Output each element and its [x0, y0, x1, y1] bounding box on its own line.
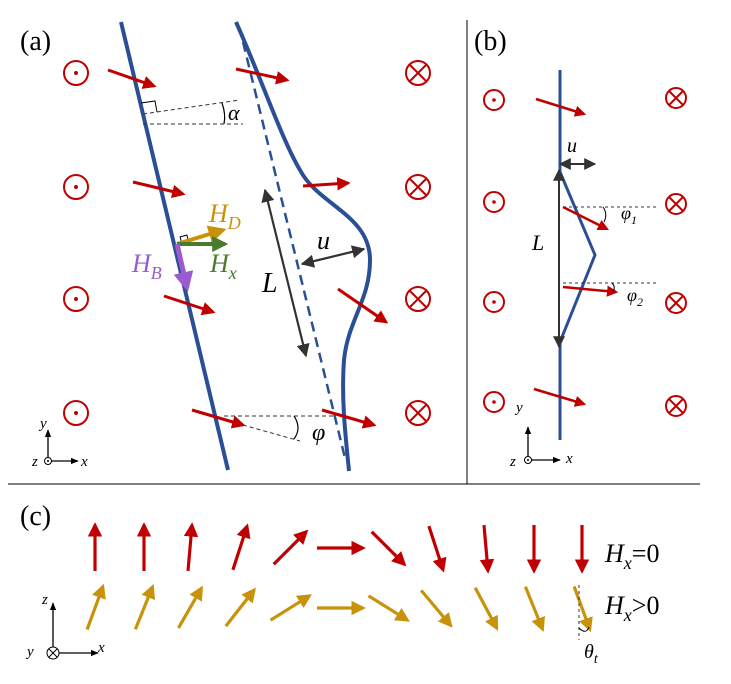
moment-arrow	[302, 176, 351, 191]
out-of-plane-symbol	[483, 291, 505, 313]
axis-x-label: x	[565, 451, 573, 467]
axis-y-label: y	[25, 644, 34, 660]
alpha-label: α	[228, 100, 240, 125]
moment-arrow	[473, 586, 499, 631]
into-plane-symbol	[405, 174, 431, 200]
moment-arrow	[269, 594, 312, 622]
moment-arrow	[132, 180, 186, 199]
moment-arrow	[177, 585, 203, 629]
panel-a: α φ L u HD Hx HB y x z	[31, 21, 431, 472]
moment-arrow	[535, 97, 587, 117]
moment-arrow	[337, 287, 389, 324]
moment-arrow	[562, 205, 610, 231]
HB-arrow	[173, 243, 194, 292]
panel-b-label: (b)	[474, 26, 507, 57]
out-of-plane-symbol	[483, 89, 505, 111]
coordinate-axes-b: y x z	[509, 400, 573, 470]
moment-arrow	[231, 523, 251, 571]
u-label: u	[567, 135, 577, 157]
alpha-arc	[221, 102, 226, 125]
moment-arrow	[419, 589, 453, 628]
into-plane-symbol	[405, 60, 431, 86]
axis-y-label: y	[38, 416, 47, 432]
into-plane-symbol	[665, 193, 687, 215]
out-of-plane-symbol	[483, 191, 505, 213]
moment-arrow	[235, 67, 290, 85]
coordinate-axes-a: y x z	[31, 416, 88, 470]
Hx-label: Hx	[209, 249, 237, 283]
moment-arrow	[572, 585, 593, 633]
phi2-arc	[611, 282, 615, 293]
moment-arrow	[133, 584, 155, 630]
HD-arrow	[176, 225, 227, 246]
hx-positive-label: Hx>0	[604, 591, 659, 625]
axis-z-label: z	[509, 454, 516, 470]
theta-arc	[578, 626, 590, 632]
out-of-plane-symbol	[63, 174, 89, 200]
HD-label: HD	[208, 199, 241, 233]
phi-label: φ	[312, 420, 325, 446]
panel-b: L u φ1 φ2 y x z	[483, 70, 687, 470]
moment-arrow	[427, 525, 447, 573]
moment-arrow	[479, 524, 495, 574]
u-label: u	[317, 226, 330, 255]
bulged-domain-wall	[558, 70, 597, 440]
into-plane-symbol	[665, 395, 687, 417]
moment-arrow	[224, 587, 256, 628]
moment-row-hx-positive	[85, 583, 593, 633]
out-of-plane-symbol	[63, 400, 89, 426]
out-of-plane-symbol	[63, 60, 89, 86]
moment-arrow	[183, 522, 199, 572]
displacement-arrow-u	[300, 245, 366, 268]
out-of-plane-symbol	[483, 391, 505, 413]
moment-arrow	[321, 408, 377, 429]
into-plane-symbol	[405, 400, 431, 426]
right-angle-mark	[140, 100, 158, 113]
curved-domain-wall	[234, 21, 373, 472]
phi-arc	[293, 415, 299, 440]
moment-arrow	[370, 530, 407, 567]
axis-x-label: x	[97, 640, 105, 656]
L-label: L	[261, 268, 278, 299]
moment-arrow	[533, 387, 587, 407]
moment-arrow	[562, 285, 619, 297]
moment-arrow	[163, 294, 216, 316]
axis-z-label: z	[31, 454, 38, 470]
phi1-label: φ1	[621, 203, 637, 227]
straight-domain-wall	[119, 21, 230, 471]
moment-arrow	[107, 68, 157, 89]
moment-arrow	[272, 529, 309, 566]
into-plane-symbol	[665, 292, 687, 314]
wall-normal-line	[142, 99, 241, 115]
theta-label: θt	[584, 641, 599, 667]
out-of-plane-symbol	[63, 286, 89, 312]
axis-z-label: z	[41, 592, 48, 608]
axis-x-label: x	[80, 454, 88, 470]
length-arrow-L	[261, 188, 310, 358]
phi1-arc	[602, 206, 607, 223]
moment-arrow	[85, 583, 106, 631]
axis-y-label: y	[514, 400, 523, 416]
moment-row-hx-zero	[87, 522, 590, 574]
moment-arrow	[367, 594, 410, 622]
panel-c-label: (c)	[20, 501, 51, 532]
panel-c: Hx=0 Hx>0 θt z x y	[25, 522, 659, 667]
hx-zero-label: Hx=0	[604, 539, 659, 573]
L-label: L	[531, 230, 544, 255]
moment-arrow	[523, 586, 545, 632]
HB-label: HB	[131, 249, 162, 283]
phi2-label: φ2	[627, 285, 643, 309]
into-plane-symbol	[405, 286, 431, 312]
panel-a-label: (a)	[20, 26, 51, 57]
coordinate-axes-c: z x y	[25, 592, 105, 660]
into-plane-symbol	[665, 87, 687, 109]
moment-arrow	[191, 408, 246, 429]
moment-extension-line	[242, 424, 301, 442]
